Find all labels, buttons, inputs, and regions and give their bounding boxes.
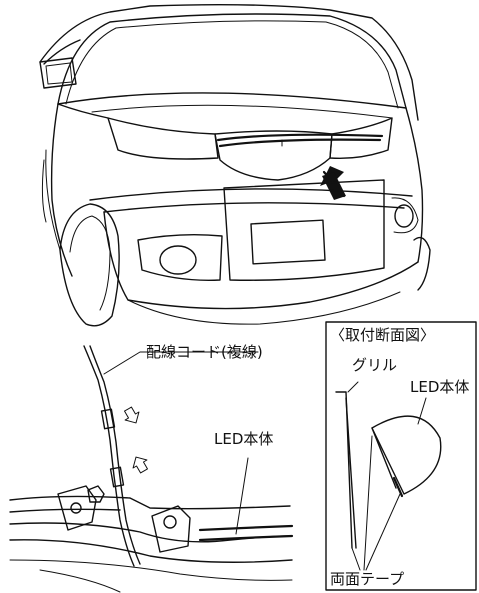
double-sided-tape-label: 両面テープ xyxy=(330,570,404,588)
wiring-detail-illustration xyxy=(9,345,294,593)
wiring-cord-label: 配線コード(複線) xyxy=(146,343,263,361)
car-front-illustration xyxy=(39,3,431,327)
led-body-label-right: LED本体 xyxy=(410,378,469,396)
cross-section-panel xyxy=(325,321,477,591)
cross-section-title: 〈取付断面図〉 xyxy=(330,326,435,344)
grille-label: グリル xyxy=(352,356,397,374)
led-body-label-left: LED本体 xyxy=(214,430,273,448)
